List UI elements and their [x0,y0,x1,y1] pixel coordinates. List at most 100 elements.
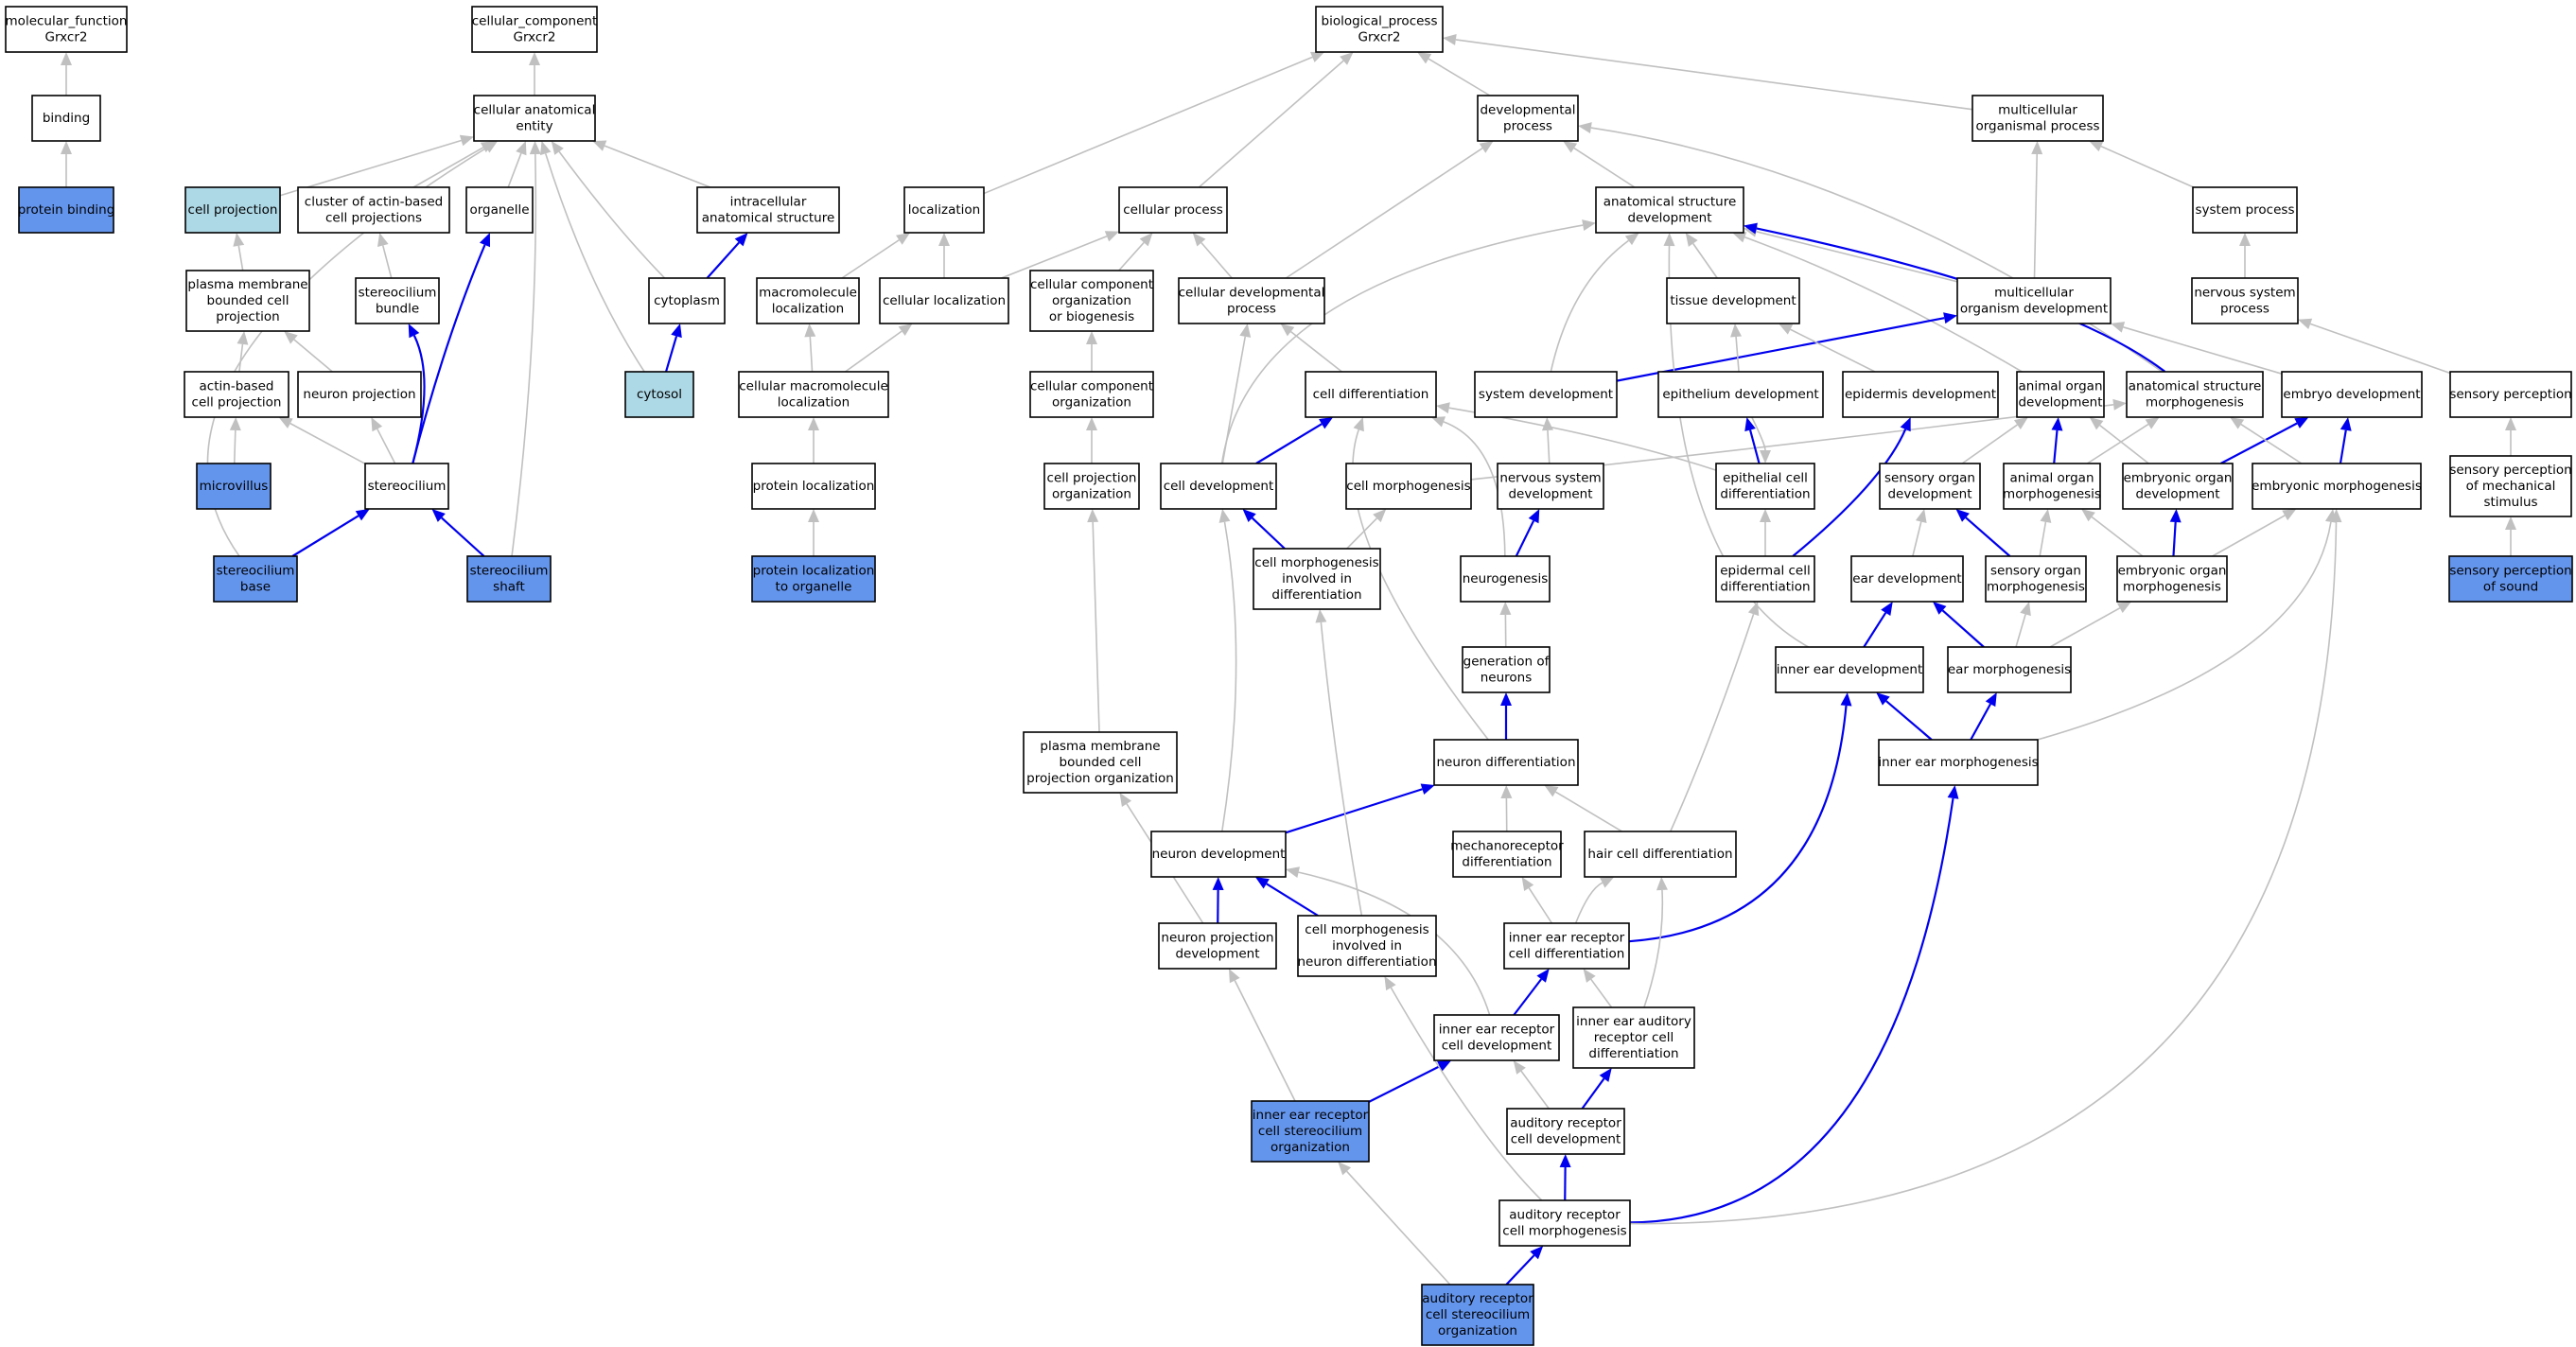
edge-arcso-to-iercso [1346,1170,1451,1286]
node-label-line: sensory perception [2449,564,2571,579]
node-hair-cell-diff[interactable]: hair cell differentiation [1584,831,1737,878]
node-cytoplasm[interactable]: cytoplasm [648,277,726,324]
node-cell-loc[interactable]: cellular localization [879,277,1009,324]
node-embryonic-morph[interactable]: embryonic morphogenesis [2252,463,2422,510]
node-system-process[interactable]: system process [2192,186,2298,234]
node-system-dev[interactable]: system development [1474,371,1618,418]
node-stereocilium[interactable]: stereocilium [364,463,449,510]
arrowhead-cco-to-ccob [1086,331,1097,344]
node-box [1118,186,1228,234]
arrowhead-stereo_shaft-to-stereocilium [431,509,446,522]
arrowhead-ear_morph-to-ear_dev [1933,602,1947,615]
node-sensory-perception[interactable]: sensory perception [2449,371,2572,418]
node-inner-ear-dev[interactable]: inner ear development [1775,646,1924,693]
node-label-line: animal organ [2009,471,2094,486]
node-tissue-dev[interactable]: tissue development [1666,277,1800,324]
node-label-line: neurons [1481,671,1533,686]
node-protein-binding[interactable]: protein binding [18,186,115,234]
node-label-line: Grxcr2 [45,30,88,45]
node-label-line: bounded cell [207,293,289,308]
arrowhead-cell_loc-to-cellular_process [1104,231,1119,242]
node-cell-morphogenesis[interactable]: cell morphogenesis [1345,463,1472,510]
node-label-line: cell stereocilium [1258,1124,1362,1139]
edge-arc_dev-to-iearc_diff [1581,1077,1605,1110]
node-microvillus[interactable]: microvillus [196,463,272,510]
node-inner-ear-morph[interactable]: inner ear morphogenesis [1878,739,2039,786]
node-protein-loc[interactable]: protein localization [751,463,876,510]
node-box [1433,739,1579,786]
node-neuron-projection[interactable]: neuron projection [297,371,422,418]
arrowhead-inner_ear_dev-to-asd [1663,233,1675,247]
node-epithelium-dev[interactable]: epithelium development [1657,371,1824,418]
arrowhead-system_dev-to-mod [1943,312,1957,324]
node-neuron-diff[interactable]: neuron differentiation [1433,739,1579,786]
node-cell-diff[interactable]: cell differentiation [1305,371,1437,418]
arrowhead-iearc_diff-to-ierc_diff [1583,969,1596,983]
node-epidermis-dev[interactable]: epidermis development [1842,371,1999,418]
node-cytosol[interactable]: cytosol [624,371,694,418]
node-cell-development[interactable]: cell development [1160,463,1277,510]
node-ear-dev[interactable]: ear development [1850,555,1964,603]
node-embryo-dev[interactable]: embryo development [2281,371,2423,418]
node-neuron-dev[interactable]: neuron development [1150,831,1287,878]
arrowhead-pm_bounded-to-cell_projection [233,233,245,247]
node-binding[interactable]: binding [31,95,101,142]
node-ear-morph[interactable]: ear morphogenesis [1947,646,2072,693]
node-organelle[interactable]: organelle [465,186,534,234]
arrowhead-mod-to-mop [2031,141,2043,155]
node-neurogenesis[interactable]: neurogenesis [1460,555,1551,603]
node-cellular-process[interactable]: cellular process [1118,186,1228,234]
node-localization[interactable]: localization [903,186,985,234]
node-cell-projection[interactable]: cell projection [184,186,281,234]
node-label-line: neuron projection [303,387,415,402]
